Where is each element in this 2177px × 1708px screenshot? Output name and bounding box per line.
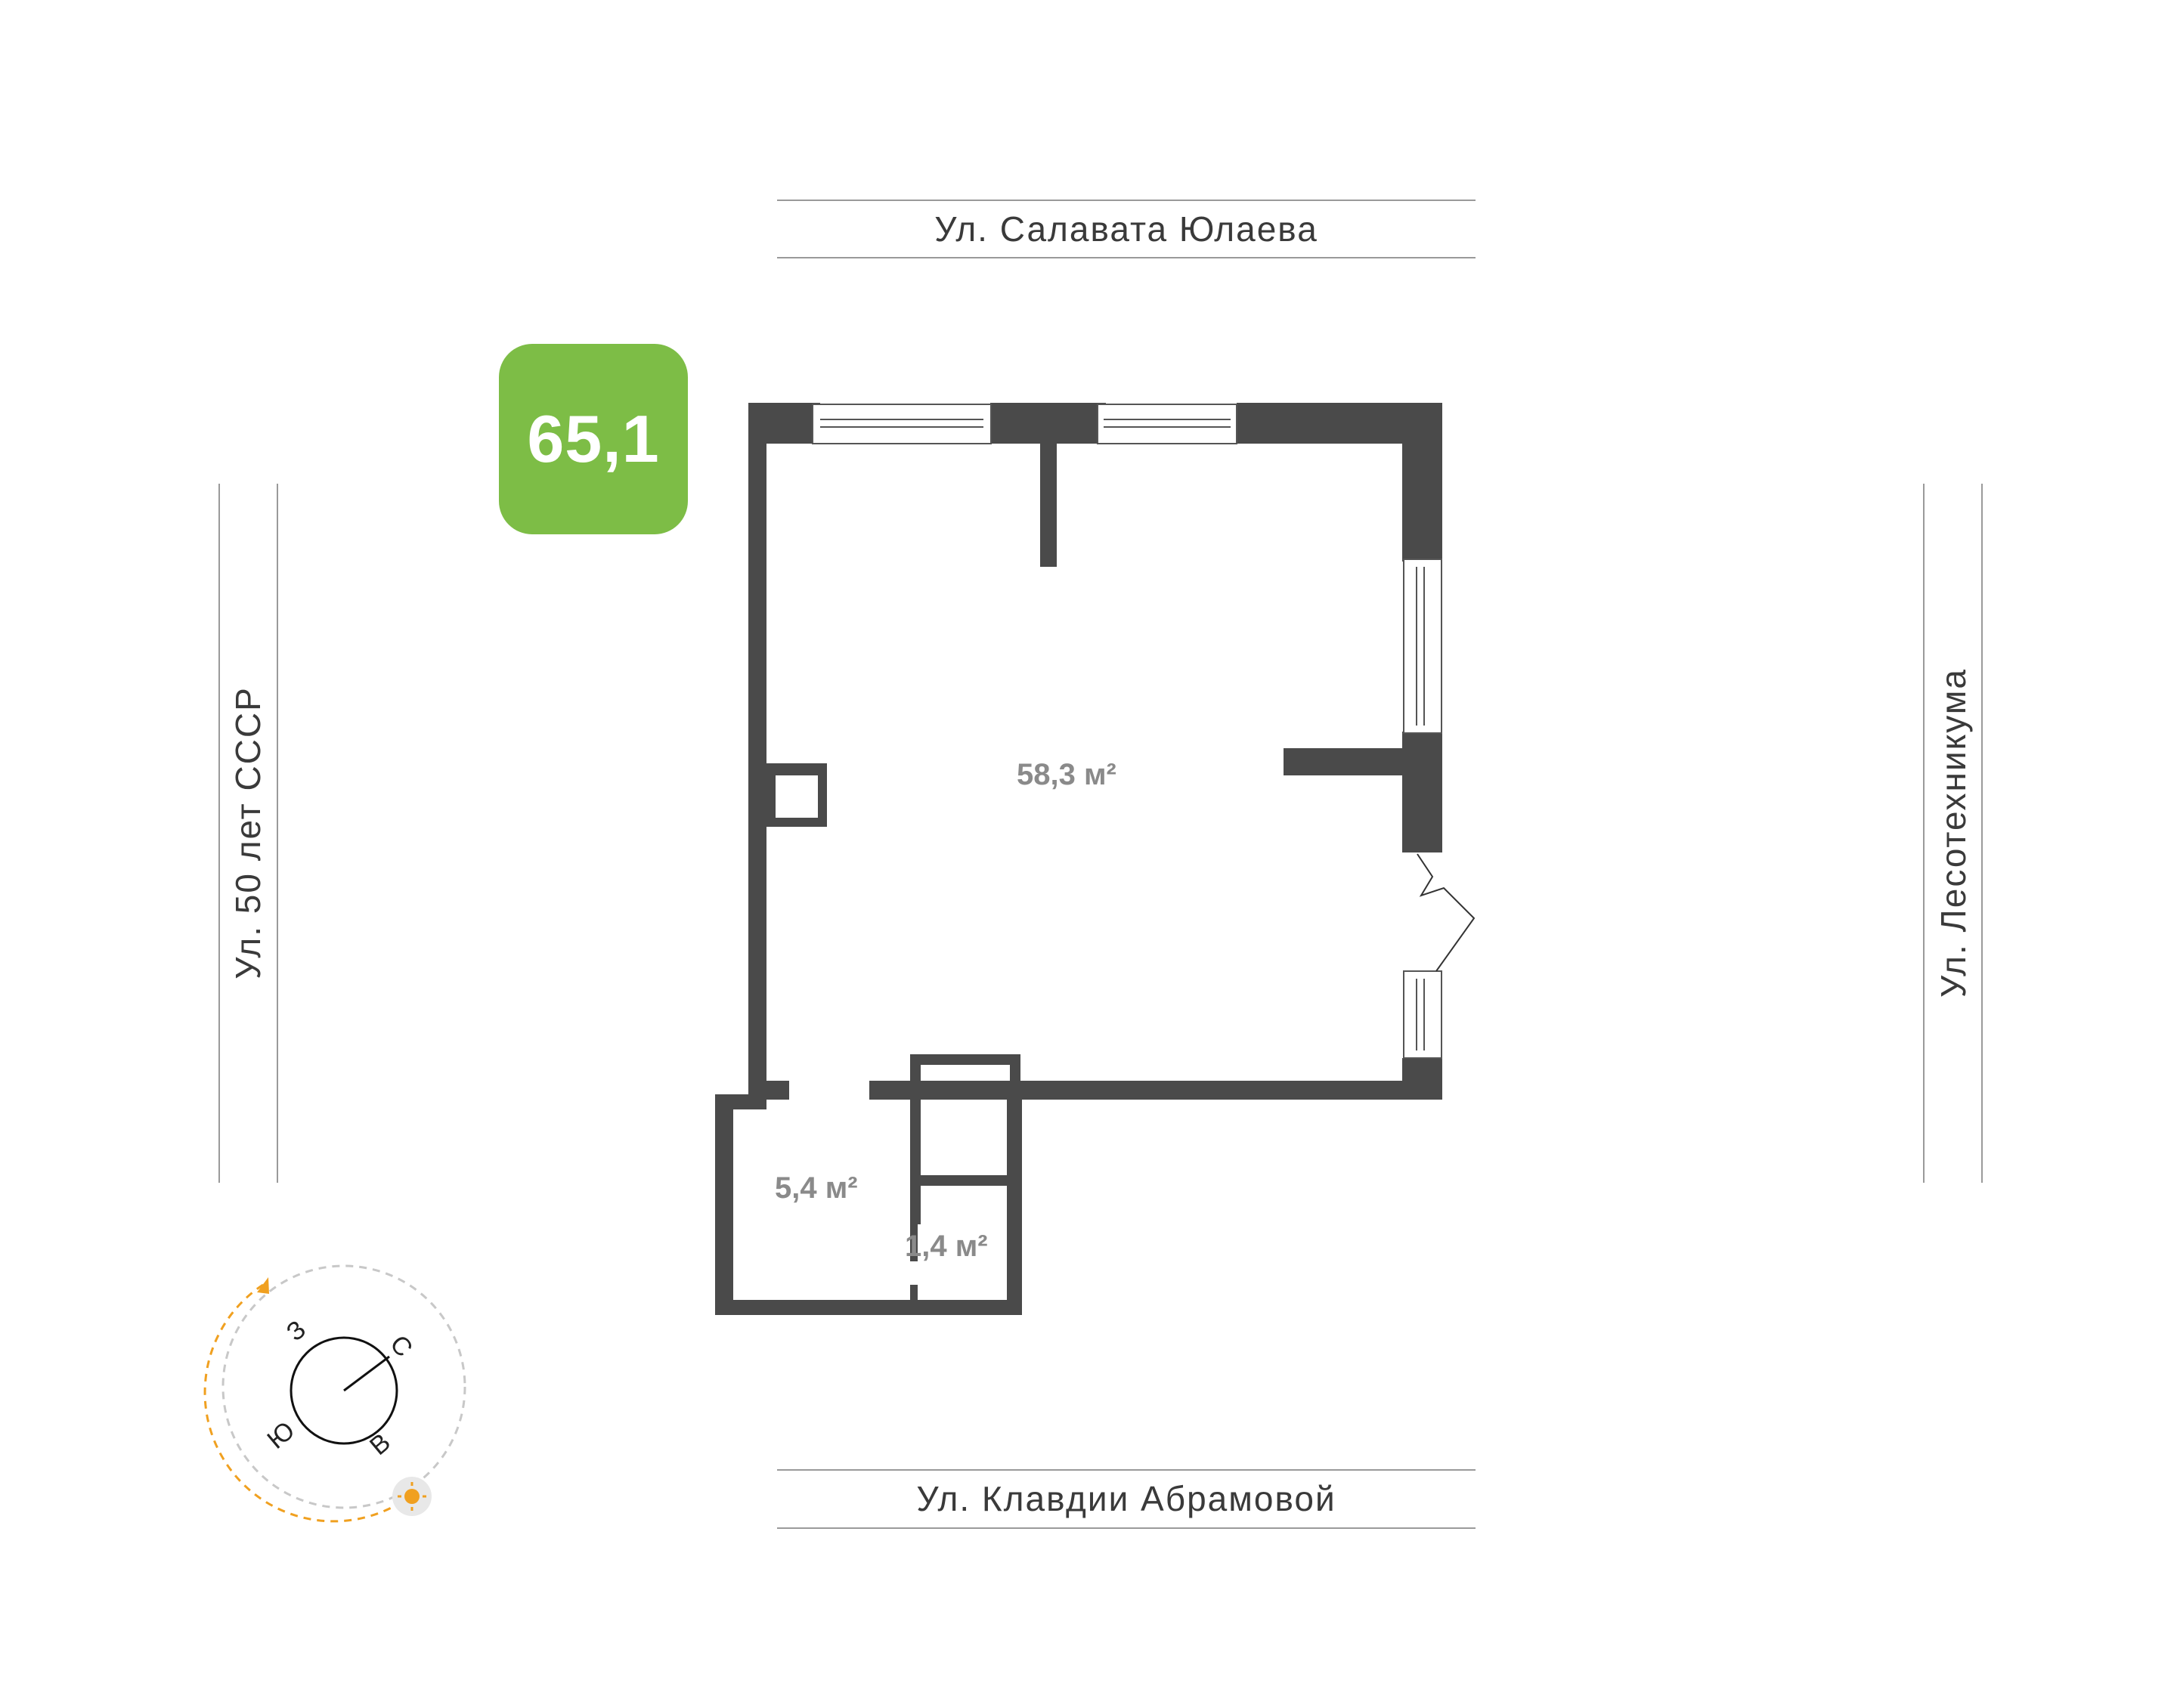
wall-hall-bottom: [715, 1300, 1022, 1315]
wall-left: [748, 403, 766, 1087]
entrance-door: [1417, 853, 1476, 972]
wall-bath-divider: [910, 1175, 1008, 1186]
shaft-void: [776, 775, 818, 818]
compass: [203, 1264, 466, 1523]
wall-bath-top-right: [1010, 1054, 1020, 1085]
sun-rays-icon: [398, 1482, 426, 1511]
wall-partition-top: [1040, 444, 1057, 567]
room-area-hall: 5,4 м²: [775, 1171, 858, 1205]
wall-bath-left-lower: [910, 1186, 918, 1261]
room-area-main: 58,3 м²: [1017, 758, 1116, 791]
compass-inner-circle: [290, 1336, 398, 1445]
window-right-lower: [1403, 970, 1442, 1059]
wall-right-upper: [1402, 403, 1442, 562]
wall-bath-right: [1007, 1081, 1022, 1315]
sun-path-arc: [203, 1283, 405, 1523]
compass-outer-ring: [221, 1264, 466, 1509]
window-top-left: [812, 404, 992, 444]
wall-hall-left: [715, 1094, 733, 1315]
compass-needle: [343, 1355, 390, 1392]
room-area-bath: 1,4 м²: [905, 1230, 988, 1263]
window-right-upper: [1403, 559, 1442, 734]
sun-path-arrow-icon: [257, 1277, 269, 1294]
wall-hall-top-left: [715, 1094, 766, 1109]
total-area-badge: 65,1: [499, 344, 688, 534]
sun-icon: [404, 1489, 420, 1504]
wall-bath-left-bottom: [910, 1285, 918, 1301]
wall-interior-stub-right: [1284, 748, 1404, 775]
wall-top-middle: [990, 403, 1106, 444]
wall-right-middle: [1402, 732, 1442, 852]
wall-bath-top-left: [910, 1054, 921, 1085]
wall-bath-top: [910, 1054, 1020, 1065]
door-swing: [1417, 853, 1476, 972]
windows: [812, 404, 1442, 1059]
street-label-top: Ул. Салавата Юлаева: [934, 209, 1318, 249]
wall-bottom-main: [869, 1081, 1442, 1100]
window-top-right: [1097, 404, 1237, 444]
walls: [715, 403, 1442, 1315]
street-label-bottom: Ул. Клавдии Абрамовой: [916, 1479, 1336, 1518]
